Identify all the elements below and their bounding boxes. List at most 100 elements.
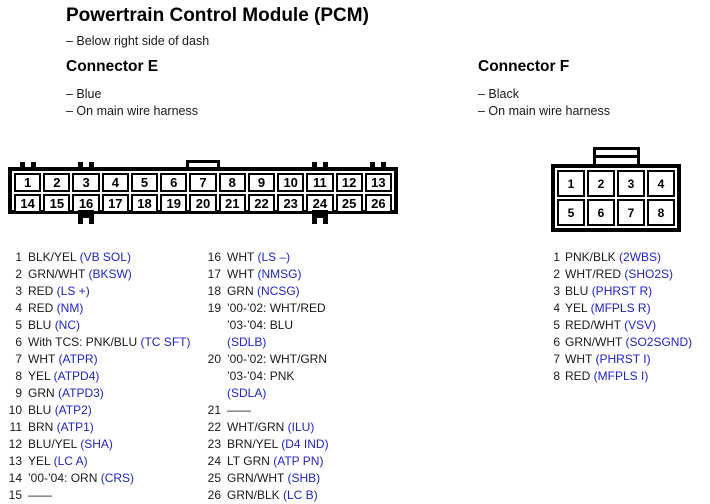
wire-color: RED	[28, 301, 57, 315]
pin-description: GRN/WHT (BKSW)	[28, 266, 206, 283]
wire-color: PNK/BLK	[565, 250, 620, 264]
pin-row: 6 With TCS: PNK/BLU (TC SFT)	[8, 334, 206, 351]
pin-description: ’00-’02: WHT/RED’03-’04: BLU(SDLB)	[227, 300, 434, 351]
wire-color: BLK/YEL	[28, 250, 80, 264]
connector-e-lock-tab	[186, 160, 220, 171]
connector-pin-cell: 8	[218, 173, 246, 192]
wire-color: ’00-’02: WHT/GRN	[227, 352, 328, 366]
pin-number: 13	[8, 454, 22, 468]
wire-color: ’00-’04: ORN	[28, 471, 101, 485]
pin-description: WHT/RED (SHO2S)	[565, 266, 707, 283]
connector-pin-cell: 5	[557, 199, 585, 226]
wire-color: RED/WHT	[565, 318, 625, 332]
connector-pin-cell: 18	[130, 194, 159, 213]
pin-number: 7	[15, 352, 22, 366]
connector-pin-cell: 20	[189, 194, 217, 213]
wire-color: ’03-’04: BLU	[227, 318, 294, 332]
wire-color: ’03-’04: PNK	[227, 369, 295, 383]
signal-name: (MFPLS I)	[593, 369, 649, 383]
pin-number: 4	[15, 301, 22, 315]
connector-pin-cell: 21	[218, 194, 246, 213]
pin-number: 21	[207, 403, 221, 417]
wire-color: GRN/BLK	[227, 488, 284, 502]
wire-color: WHT/RED	[565, 267, 625, 281]
wire-color: ——	[28, 488, 52, 502]
connector-pin-cell: 4	[101, 173, 129, 192]
pin-number: 6	[15, 335, 22, 349]
connector-pin-cell: 4	[647, 170, 675, 197]
pin-description: BLU (NC)	[28, 317, 206, 334]
pin-row: 14’00-’04: ORN (CRS)	[8, 470, 206, 487]
pin-number: 4	[553, 301, 560, 315]
connector-pin-cell: 13	[364, 173, 392, 192]
pin-number: 2	[553, 267, 560, 281]
pin-number: 17	[207, 267, 221, 281]
pin-description: BLK/YEL (VB SOL)	[28, 249, 206, 266]
connector-f-header: Connector F – Black – On main wire harne…	[478, 58, 610, 120]
signal-name: (SHB)	[287, 471, 321, 485]
signal-name: (PHRST R)	[591, 284, 653, 298]
pin-description: RED (MFPLS I)	[565, 368, 707, 385]
location-note: – Below right side of dash	[66, 34, 210, 48]
wire-color: GRN/WHT	[28, 267, 89, 281]
pin-number: 8	[553, 369, 560, 383]
connector-pin-cell: 6	[587, 199, 615, 226]
pin-row: 24 LT GRN (ATP PN)	[206, 453, 434, 470]
pin-number: 25	[207, 471, 221, 485]
pin-description: ——	[227, 402, 434, 419]
pin-description: With TCS: PNK/BLU (TC SFT)	[28, 334, 206, 351]
pin-number: 10	[8, 403, 22, 417]
pin-number: 3	[15, 284, 22, 298]
connector-pin-cell: 2	[587, 170, 615, 197]
wire-color: YEL	[28, 369, 54, 383]
pin-description: ’00-’02: WHT/GRN’03-’04: PNK(SDLA)	[227, 351, 434, 402]
signal-name: (SHO2S)	[624, 267, 674, 281]
pin-description: GRN (ATPD3)	[28, 385, 206, 402]
signal-name: (ATPD4)	[53, 369, 100, 383]
pin-row: 1 BLK/YEL (VB SOL)	[8, 249, 206, 266]
connector-e-color-note: – Blue	[66, 87, 102, 101]
connector-pin-cell: 11	[306, 173, 334, 192]
wire-color: BLU	[28, 318, 55, 332]
pin-description: WHT (LS –)	[227, 249, 434, 266]
connector-pin-cell: 7	[189, 173, 217, 192]
connector-pin-cell: 25	[335, 194, 363, 213]
pin-number: 14	[8, 471, 22, 485]
pin-description: WHT/GRN (ILU)	[227, 419, 434, 436]
pin-row: 8 RED (MFPLS I)	[547, 368, 707, 385]
signal-name: (LS –)	[257, 250, 291, 264]
connector-pin-cell: 3	[72, 173, 100, 192]
pin-description: GRN/WHT (SO2SGND)	[565, 334, 707, 351]
pin-number: 24	[207, 454, 221, 468]
pin-number: 1	[553, 250, 560, 264]
pin-number: 1	[15, 250, 22, 264]
pin-number: 3	[553, 284, 560, 298]
signal-name: (VSV)	[624, 318, 657, 332]
connector-pin-cell: 14	[14, 194, 42, 213]
wire-color: BRN/YEL	[227, 437, 282, 451]
connector-pin-cell: 23	[277, 194, 305, 213]
pin-number: 7	[553, 352, 560, 366]
pin-number: 11	[9, 420, 22, 434]
signal-name: (ATP PN)	[273, 454, 324, 468]
connector-pin-cell: 7	[617, 199, 645, 226]
signal-name: (ILU)	[287, 420, 315, 434]
pin-description: LT GRN (ATP PN)	[227, 453, 434, 470]
pin-number: 26	[207, 488, 221, 502]
pin-number: 15	[8, 488, 22, 502]
pin-description: BRN/YEL (D4 IND)	[227, 436, 434, 453]
connector-pin-cell: 3	[617, 170, 645, 197]
wire-color: GRN	[28, 386, 58, 400]
